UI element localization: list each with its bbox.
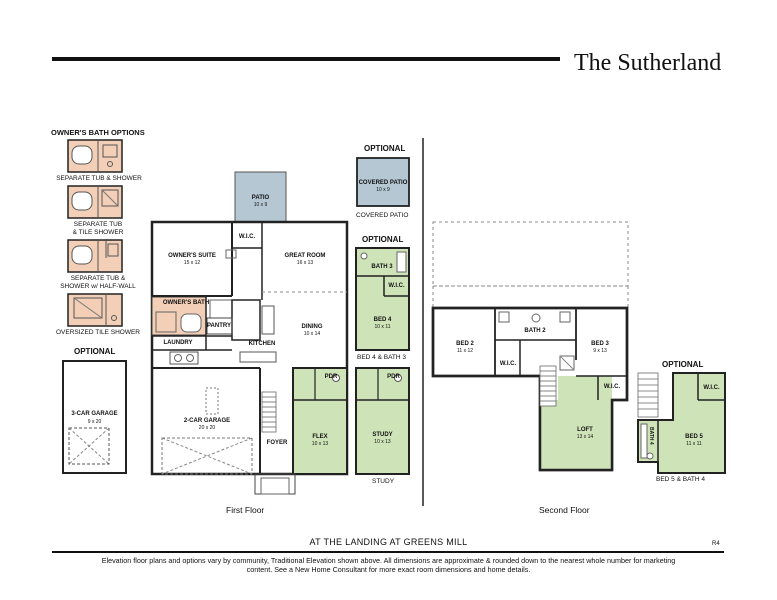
bed2-label: BED 2 bbox=[456, 341, 474, 347]
study-caption: STUDY bbox=[372, 478, 395, 485]
great-room-label: GREAT ROOM bbox=[284, 253, 326, 259]
covered-patio-option-heading: OPTIONAL bbox=[364, 144, 406, 153]
bed5-wic-label: W.I.C. bbox=[703, 385, 720, 391]
three-car-garage-option bbox=[62, 360, 127, 474]
bath-option-3 bbox=[67, 239, 123, 273]
owners-bath-label: OWNER'S BATH bbox=[162, 300, 210, 306]
bath-option-3-label: SEPARATE TUB & SHOWER w/ HALF-WALL bbox=[60, 275, 136, 290]
bed4-bath3-caption: BED 4 & BATH 3 bbox=[357, 354, 407, 361]
bed3-dim: 9 x 13 bbox=[593, 348, 607, 354]
bed5-dim: 11 x 11 bbox=[686, 441, 702, 447]
garage-option-heading: OPTIONAL bbox=[74, 347, 116, 356]
bed2-wic-label: W.I.C. bbox=[499, 361, 517, 367]
bed4-dim: 10 x 11 bbox=[374, 324, 391, 330]
bath-option-2-label: SEPARATE TUB & TILE SHOWER bbox=[72, 221, 124, 236]
community-name: AT THE LANDING AT GREENS MILL bbox=[309, 537, 468, 547]
covered-patio-dim: 10 x 9 bbox=[376, 187, 390, 193]
footer-rule bbox=[52, 551, 724, 553]
bed5-bath4-caption: BED 5 & BATH 4 bbox=[656, 476, 706, 483]
kitchen-label: KITCHEN bbox=[248, 341, 276, 347]
bath-option-4-label: OVERSIZED TILE SHOWER bbox=[55, 329, 141, 336]
bath-option-2 bbox=[67, 185, 123, 219]
loft-label: LOFT bbox=[577, 427, 593, 433]
covered-patio-label: COVERED PATIO bbox=[358, 180, 408, 186]
bath-option-4 bbox=[67, 293, 123, 327]
bed4-label: BED 4 bbox=[373, 317, 392, 323]
bed3-wic-label: W.I.C. bbox=[603, 384, 621, 390]
owners-suite-dim: 15 x 12 bbox=[183, 260, 201, 266]
owners-suite-label: OWNER'S SUITE bbox=[168, 253, 216, 259]
three-car-garage-label: 3-CAR GARAGE bbox=[71, 411, 118, 417]
patio-dim: 10 x 9 bbox=[253, 202, 268, 208]
header-rule bbox=[52, 57, 560, 61]
bed5-bath4-option bbox=[637, 372, 726, 474]
bed5-label: BED 5 bbox=[685, 434, 703, 440]
loft-dim: 13 x 14 bbox=[576, 434, 594, 440]
bed2-dim: 11 x 12 bbox=[456, 348, 474, 354]
study-dim: 10 x 13 bbox=[374, 439, 391, 445]
dining-dim: 10 x 14 bbox=[303, 331, 321, 337]
study-option bbox=[355, 367, 410, 475]
plan-title: The Sutherland bbox=[574, 50, 722, 76]
two-car-garage-dim: 20 x 20 bbox=[198, 425, 216, 431]
bed4-wic-label: W.I.C. bbox=[388, 283, 405, 289]
first-floor-plan bbox=[150, 171, 349, 495]
wic-label: W.I.C. bbox=[238, 234, 256, 240]
patio-label: PATIO bbox=[251, 195, 270, 201]
bath-options-heading: OWNER'S BATH OPTIONS bbox=[51, 128, 145, 137]
pantry-label: PANTRY bbox=[207, 323, 231, 329]
bath-option-1 bbox=[67, 139, 123, 173]
flex-dim: 10 x 13 bbox=[311, 441, 329, 447]
disclaimer-text: Elevation floor plans and options vary b… bbox=[101, 556, 676, 574]
covered-patio-option bbox=[356, 157, 410, 207]
study-label: STUDY bbox=[372, 432, 393, 438]
bed4-option-heading: OPTIONAL bbox=[362, 235, 404, 244]
laundry-label: LAUNDRY bbox=[163, 340, 193, 346]
covered-patio-caption: COVERED PATIO bbox=[356, 212, 409, 219]
bed4-bath3-option bbox=[355, 247, 410, 351]
bath4-label: BATH 4 bbox=[648, 427, 654, 445]
dining-label: DINING bbox=[301, 324, 323, 330]
study-pdr-label: PDR bbox=[387, 374, 400, 380]
flex-label: FLEX bbox=[312, 434, 328, 440]
revision-tag: R4 bbox=[712, 541, 720, 547]
bed3-label: BED 3 bbox=[591, 341, 609, 347]
bath2-label: BATH 2 bbox=[524, 328, 546, 334]
two-car-garage-label: 2-CAR GARAGE bbox=[183, 418, 231, 424]
three-car-garage-dim: 9 x 20 bbox=[87, 419, 102, 425]
bed5-option-heading: OPTIONAL bbox=[662, 360, 704, 369]
second-floor-label: Second Floor bbox=[539, 505, 590, 515]
pdr-label: PDR bbox=[324, 374, 338, 380]
second-floor-plan bbox=[431, 221, 629, 472]
foyer-label: FOYER bbox=[266, 440, 288, 446]
bath3-label: BATH 3 bbox=[371, 264, 393, 270]
bath-option-1-label: SEPARATE TUB & SHOWER bbox=[56, 175, 142, 182]
great-room-dim: 16 x 13 bbox=[296, 260, 314, 266]
first-floor-label: First Floor bbox=[226, 505, 265, 515]
